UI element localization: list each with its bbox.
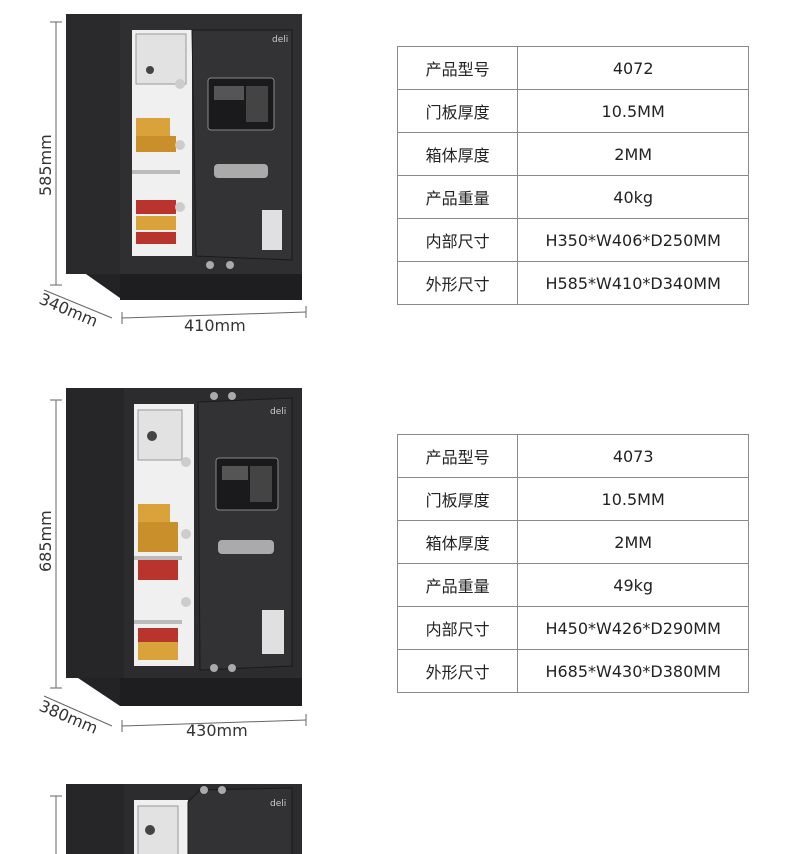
- spec-key: 产品重量: [396, 175, 519, 219]
- depth-label: 340mm: [36, 289, 100, 331]
- height-label: 685mm: [36, 510, 55, 572]
- brand-logo: deli: [270, 407, 286, 417]
- spec-key: 内部尺寸: [396, 218, 519, 262]
- brand-logo: deli: [272, 35, 288, 45]
- spec-value: H450*W426*D290MM: [517, 606, 749, 650]
- height-label: 585mm: [36, 134, 55, 196]
- spec-key: 内部尺寸: [396, 606, 519, 650]
- width-label: 410mm: [184, 316, 246, 335]
- spec-value: 49kg: [517, 563, 749, 607]
- spec-value: 2MM: [517, 132, 749, 176]
- spec-key: 外形尺寸: [396, 261, 519, 305]
- spec-value: 10.5MM: [517, 477, 749, 521]
- spec-key: 门板厚度: [396, 477, 519, 521]
- spec-value: 4073: [517, 434, 749, 478]
- spec-value: 10.5MM: [517, 89, 749, 133]
- spec-value: 2MM: [517, 520, 749, 564]
- product-block-4072: 585mm deli: [0, 0, 790, 340]
- safe-illustration-third: deli: [50, 784, 302, 854]
- product-block-4073: 685mm deli 380mm 430mm: [0, 380, 790, 750]
- spec-value: H585*W410*D340MM: [517, 261, 749, 305]
- spec-key: 箱体厚度: [396, 132, 519, 176]
- safe-illustration-4073: 685mm deli 380mm 430mm: [36, 388, 307, 740]
- product-block-third: deli: [0, 780, 790, 854]
- spec-key: 产品型号: [396, 434, 519, 478]
- spec-key: 产品重量: [396, 563, 519, 607]
- spec-value: 4072: [517, 46, 749, 90]
- spec-key: 箱体厚度: [396, 520, 519, 564]
- spec-value: H685*W430*D380MM: [517, 649, 749, 693]
- spec-key: 外形尺寸: [396, 649, 519, 693]
- spec-value: 40kg: [517, 175, 749, 219]
- spec-value: H350*W406*D250MM: [517, 218, 749, 262]
- spec-key: 产品型号: [396, 46, 519, 90]
- brand-logo: deli: [270, 799, 286, 809]
- depth-label: 380mm: [36, 696, 100, 738]
- width-label: 430mm: [186, 721, 248, 740]
- safe-illustration-4072: 585mm deli: [36, 14, 307, 335]
- spec-key: 门板厚度: [396, 89, 519, 133]
